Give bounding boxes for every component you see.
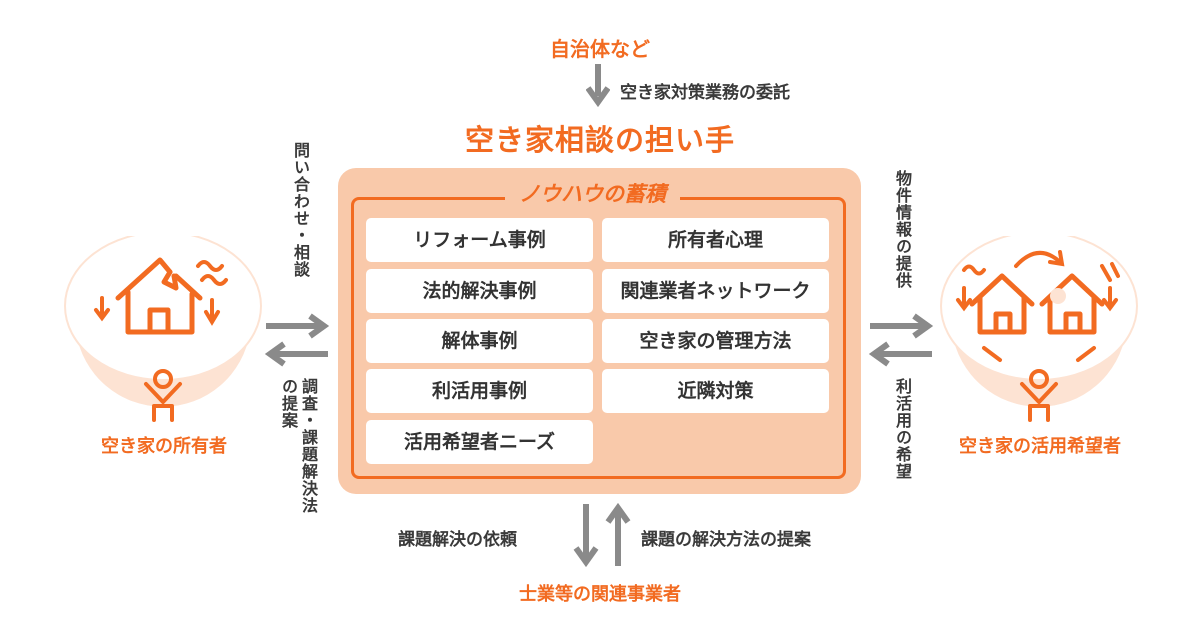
knowhow-item: 法的解決事例 bbox=[366, 269, 593, 313]
knowhow-item: 近隣対策 bbox=[602, 369, 829, 413]
stress-lines-icon bbox=[94, 260, 228, 326]
knowhow-item: 活用希望者ニーズ bbox=[366, 420, 593, 464]
bottom-request-label: 課題解決の依頼 bbox=[398, 530, 517, 550]
seeker-entity-label: 空き家の活用希望者 bbox=[959, 436, 1121, 457]
utilization-wish-label: 利活用の希望 bbox=[893, 378, 912, 480]
seeker-illustration bbox=[940, 236, 1138, 422]
top-entity-label: 自治体など bbox=[550, 37, 650, 61]
owner-illustration bbox=[64, 236, 262, 422]
survey-proposal-label: 調査・課題解決法 bbox=[299, 378, 318, 514]
bottom-proposal-label: 課題の解決方法の提案 bbox=[641, 530, 811, 550]
bottom-entity-label: 士業等の関連事業者 bbox=[519, 584, 681, 605]
knowhow-item: 関連業者ネットワーク bbox=[602, 269, 829, 313]
left-bidirectional-arrows-icon bbox=[264, 313, 330, 367]
property-info-label: 物件情報の提供 bbox=[893, 170, 912, 289]
knowhow-item: 空き家の管理方法 bbox=[602, 319, 829, 363]
inquiry-label: 問い合わせ・相談 bbox=[291, 142, 310, 278]
main-title: 空き家相談の担い手 bbox=[464, 123, 735, 157]
top-arrow-label: 空き家対策業務の委託 bbox=[620, 83, 790, 103]
person-icon bbox=[982, 346, 1096, 422]
knowhow-item: 解体事例 bbox=[366, 319, 593, 363]
bidirectional-vertical-arrows-icon bbox=[573, 502, 631, 568]
knowhow-item: リフォーム事例 bbox=[366, 218, 593, 262]
person-icon bbox=[144, 369, 182, 422]
knowhow-title: ノウハウの蓄積 bbox=[505, 178, 680, 208]
owner-entity-label: 空き家の所有者 bbox=[101, 436, 227, 457]
survey-proposal-label-suffix: の提案 bbox=[279, 378, 298, 429]
knowhow-item: 所有者心理 bbox=[602, 218, 829, 262]
right-bidirectional-arrows-icon bbox=[868, 313, 934, 367]
down-arrow-icon bbox=[586, 64, 610, 108]
broken-house-icon bbox=[115, 257, 203, 335]
transfer-arrow-icon bbox=[956, 250, 1120, 312]
knowhow-item: 利活用事例 bbox=[366, 369, 593, 413]
